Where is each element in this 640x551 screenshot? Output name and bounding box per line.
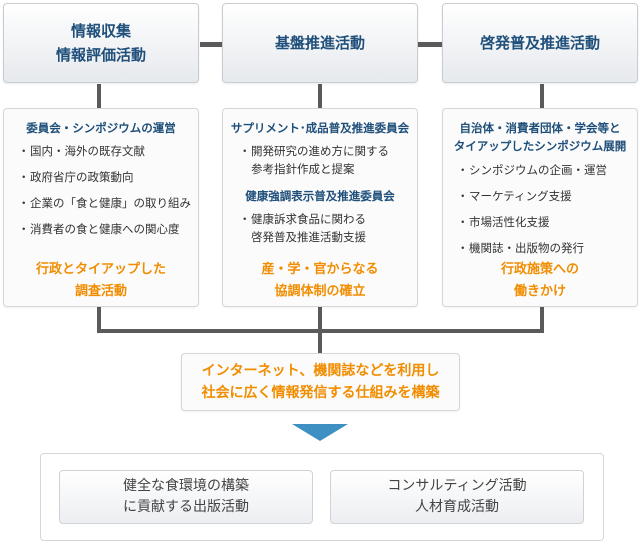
outcome-publishing-box: 健全な食環境の構築 に貢献する出版活動 xyxy=(59,470,313,524)
center-info-dissemination-box: インターネット、機関誌などを利用し 社会に広く情報発信する仕組みを構築 xyxy=(181,353,460,411)
top-box-line: 基盤推進活動 xyxy=(274,34,365,52)
list-item: 消費者の食と健康への関心度 xyxy=(18,220,198,238)
outcomes-container: 健全な食環境の構築 に貢献する出版活動 コンサルティング活動 人材育成活動 xyxy=(40,453,604,541)
outcome-line: コンサルティング活動 xyxy=(387,478,527,494)
column-awareness: 自治体・消費者団体・学会等と タイアップしたシンポジウム展開 シンポジウムの企画… xyxy=(442,108,638,307)
column-footer: 行政施策への 働きかけ xyxy=(500,262,579,299)
col3-bottom-connector xyxy=(540,307,544,333)
list-item: 機関誌・出版物の発行 xyxy=(457,239,637,257)
col1-top-connector xyxy=(97,84,101,108)
section-title: 委員会・シンポジウムの運営 xyxy=(26,121,176,135)
top-connector-right xyxy=(418,42,442,47)
top-connector-left xyxy=(200,42,222,47)
list-item: 企業の「食と健康」の取り組み xyxy=(18,194,198,212)
list-item: 開発研究の進め方に関する 参考指針作成と提案 xyxy=(239,142,417,178)
top-box-line: 情報評価活動 xyxy=(55,46,146,64)
col1-bottom-connector xyxy=(97,307,101,333)
col2-top-connector xyxy=(318,84,322,108)
top-box-awareness: 啓発普及推進活動 xyxy=(442,3,638,83)
column-info-collection: 委員会・シンポジウムの運営 国内・海外の既存文献 政府省庁の政策動向 企業の「食… xyxy=(3,108,199,307)
top-box-info-collection: 情報収集 情報評価活動 xyxy=(3,3,199,83)
down-arrow-icon xyxy=(292,424,348,441)
section-title: サプリメント･成品普及推進委員会 xyxy=(230,121,410,135)
top-box-foundation: 基盤推進活動 xyxy=(222,3,418,83)
list-item: 国内・海外の既存文献 xyxy=(18,142,198,160)
outcome-line: 健全な食環境の構築 xyxy=(123,478,249,494)
section-title: タイアップしたシンポジウム展開 xyxy=(453,139,627,153)
top-box-line: 啓発普及推進活動 xyxy=(479,34,600,52)
list-item: 市場活性化支援 xyxy=(457,213,637,231)
center-line: 社会に広く情報発信する仕組みを構築 xyxy=(201,385,440,401)
outcome-line: に貢献する出版活動 xyxy=(123,499,249,515)
bottom-merge-connector xyxy=(97,329,544,333)
column-footer: 行政とタイアップした 調査活動 xyxy=(35,262,166,299)
outcome-line: 人材育成活動 xyxy=(415,499,499,515)
list-item: 健康訴求食品に関わる 啓発普及推進活動支援 xyxy=(239,210,417,246)
list-item: 政府省庁の政策動向 xyxy=(18,168,198,186)
outcome-consulting-box: コンサルティング活動 人材育成活動 xyxy=(330,470,584,524)
column-footer: 産・学・官からなる 協調体制の確立 xyxy=(261,262,379,299)
top-box-line: 情報収集 xyxy=(70,22,131,40)
center-line: インターネット、機関誌などを利用し xyxy=(201,363,440,379)
column-foundation: サプリメント･成品普及推進委員会 開発研究の進め方に関する 参考指針作成と提案 … xyxy=(222,108,418,307)
list-item: マーケティング支援 xyxy=(457,187,637,205)
section-title: 健康強調表示普及推進委員会 xyxy=(245,189,395,203)
col3-top-connector xyxy=(540,84,544,108)
section-title: 自治体・消費者団体・学会等と xyxy=(459,121,621,135)
list-item: シンポジウムの企画・運営 xyxy=(457,161,637,179)
